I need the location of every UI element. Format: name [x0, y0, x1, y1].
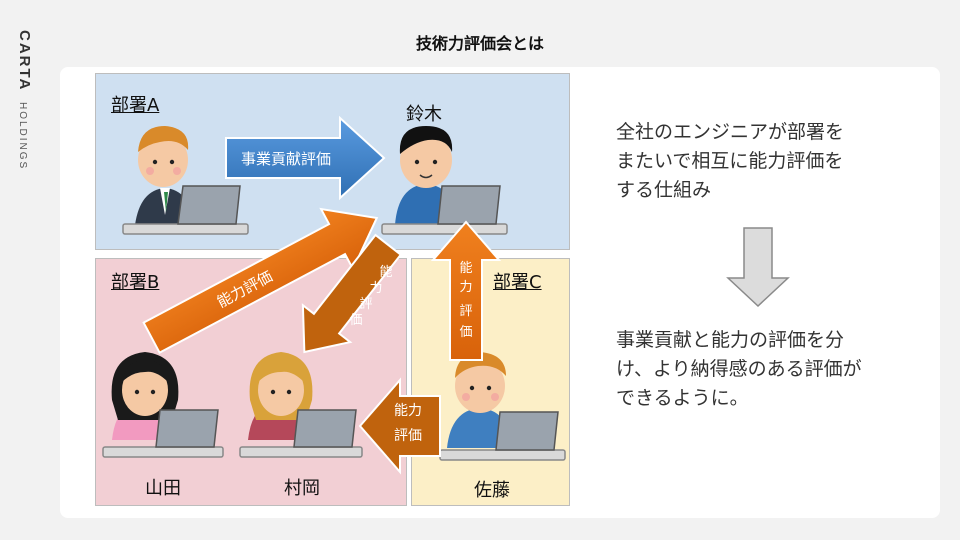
person-muraoka: [248, 352, 314, 440]
name-muraoka: 村岡: [284, 478, 320, 499]
dept-a-label: 部署A: [111, 95, 160, 116]
svg-text:力: 力: [459, 280, 472, 295]
dept-c-label: 部署C: [493, 272, 542, 293]
name-yamada: 山田: [145, 478, 181, 499]
svg-text:能: 能: [379, 265, 392, 280]
name-sato: 佐藤: [474, 480, 510, 501]
svg-text:力: 力: [369, 281, 382, 296]
laptop-yamada: [102, 409, 224, 458]
carta-holdings-logo: CARTA HOLDINGS: [16, 30, 33, 170]
laptop-dept-a-left: [122, 185, 249, 235]
laptop-muraoka: [239, 409, 363, 458]
page-title: 技術力評価会とは: [415, 34, 544, 53]
person-sato: [447, 352, 513, 448]
svg-text:能力: 能力: [394, 403, 422, 419]
svg-text:価: 価: [459, 325, 472, 340]
description-separation: 事業貢献と能力の評価を分 け、より納得感のある評価が できるように。: [616, 329, 862, 409]
svg-text:価: 価: [349, 313, 362, 328]
contribution-arrow: 事業貢献評価: [225, 115, 386, 201]
svg-text:評価: 評価: [394, 428, 422, 444]
ability-arrow-sato-to-suzuki: 能 力 評 価: [430, 220, 502, 361]
down-arrow-icon: [726, 227, 790, 308]
ability-arrow-suzuki-to-b-label: 能 力 評 価: [349, 265, 392, 328]
svg-text:評: 評: [359, 297, 372, 312]
laptop-suzuki: [381, 185, 508, 235]
dept-b-label: 部署B: [111, 272, 160, 293]
name-suzuki: 鈴木: [406, 104, 442, 125]
logo-sub: HOLDINGS: [17, 102, 28, 170]
ability-arrow-sato-to-muraoka: 能力 評価: [358, 377, 441, 475]
svg-text:評: 評: [459, 304, 472, 319]
logo-brand: CARTA: [16, 30, 33, 91]
svg-text:能: 能: [459, 261, 472, 276]
description-cross-dept: 全社のエンジニアが部署を またいで相互に能力評価を する仕組み: [616, 121, 845, 201]
contribution-arrow-label: 事業貢献評価: [241, 150, 331, 168]
ability-arrow-suzuki-to-b: [301, 233, 403, 354]
